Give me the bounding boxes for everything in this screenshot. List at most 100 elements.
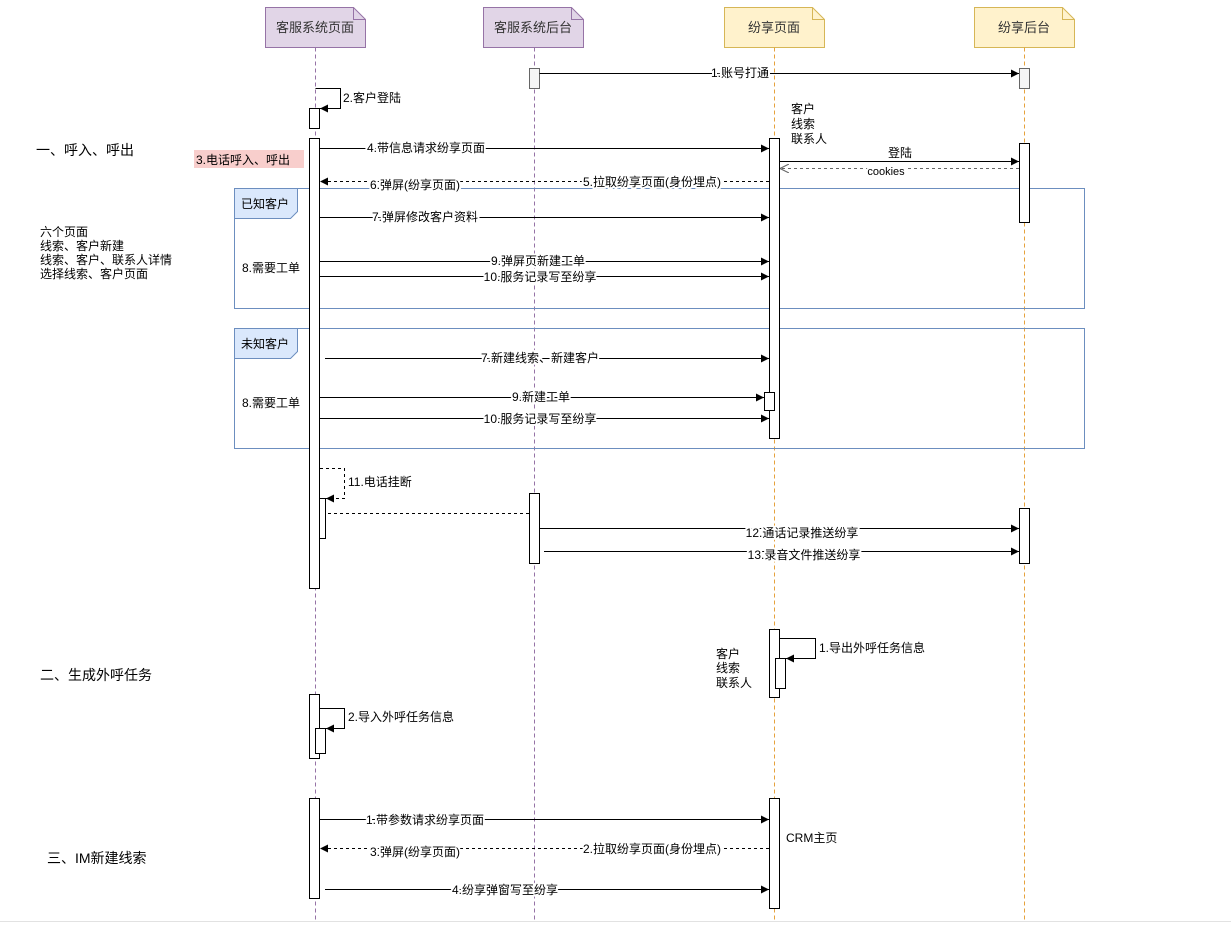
message-write-popup: 4.纷享弹窗写至纷享 (325, 880, 769, 899)
note-line: 六个页面 (40, 225, 88, 239)
message-push-recording: 13.录音文件推送纷享 (544, 545, 1019, 564)
lifeline-label: 客服系统页面 (276, 20, 354, 35)
activation-bar (1019, 68, 1030, 89)
header-box (483, 7, 584, 48)
activation-bar (529, 493, 540, 564)
section-title: 三、IM新建线索 (47, 850, 147, 866)
self-message-customer-login: 2.客户登陆 (315, 88, 401, 113)
message-label: 2.拉取纷享页面(身份埋点) (583, 841, 721, 856)
note-line: 线索、客户新建 (40, 238, 124, 253)
frame-label: 已知客户 (241, 196, 289, 211)
message-label: 9.弹屏页新建工单 (491, 253, 585, 268)
message-fetch-popup: 2.拉取纷享页面(身份埋点) 3.弹屏(纷享页面) (320, 839, 769, 861)
message-label: 9.新建工单 (512, 389, 570, 404)
self-message-export-tasks: 1.导出外呼任务信息 (780, 638, 925, 663)
message-edit-customer: 7.弹屏修改客户资料 (320, 207, 769, 226)
entity-label: 客户 (716, 646, 740, 661)
activation-bar (315, 728, 326, 754)
entity-label: 线索 (716, 661, 740, 675)
message-label: 3.弹屏(纷享页面) (370, 844, 460, 859)
message-label: 10.服务记录写至纷享 (484, 269, 597, 284)
message-label: 登陆 (888, 145, 912, 160)
header-fold (571, 7, 584, 20)
activation-bar (775, 658, 786, 689)
crm-home-label: CRM主页 (786, 831, 837, 845)
message-arrow (320, 708, 345, 733)
activation-bar (309, 798, 320, 899)
message-label: 1.导出外呼任务信息 (819, 640, 925, 655)
message-label: 4.带信息请求纷享页面 (367, 140, 485, 155)
message-login: 登陆 (780, 145, 1019, 166)
message-label: 7.新建线索、新建客户 (481, 350, 599, 365)
lifeline-header-kefu-backend: 客服系统后台 (483, 7, 584, 48)
message-arrow (780, 638, 816, 663)
message-label: 2.导入外呼任务信息 (348, 709, 454, 724)
lifeline-label: 纷享页面 (748, 20, 800, 35)
message-label: 1.账号打通 (711, 66, 769, 80)
message-label: 13.录音文件推送纷享 (748, 547, 861, 562)
condition-label: 8.需要工单 (242, 261, 300, 275)
pages-note: 六个页面 线索、客户新建 线索、客户、联系人详情 选择线索、客户页面 (40, 225, 172, 281)
entity-label: 客户 (791, 101, 815, 116)
entity-list: 客户 线索 联系人 (716, 646, 752, 690)
entity-label: 联系人 (716, 676, 752, 690)
message-create-lead: 7.新建线索、新建客户 (325, 348, 769, 367)
message-label: 7.弹屏修改客户资料 (372, 209, 478, 224)
message-write-record: 10.服务记录写至纷享 (320, 267, 769, 286)
section-title: 一、呼入、呼出 (36, 142, 134, 158)
message-arrow (315, 88, 341, 113)
activation-bar (1019, 508, 1030, 564)
header-box (724, 7, 825, 48)
message-write-record: 10.服务记录写至纷享 (320, 409, 769, 428)
frame-known-customer: 已知客户 (234, 188, 1085, 309)
activation-bar (1019, 143, 1030, 223)
message-label: 6.弹屏(纷享页面) (370, 177, 460, 192)
lifeline-label: 纷享后台 (998, 20, 1050, 35)
message-label: 2.客户登陆 (343, 90, 401, 105)
lifeline-header-kefu-page: 客服系统页面 (265, 7, 366, 48)
header-box (974, 7, 1075, 48)
activation-bar (529, 68, 540, 89)
activation-bar (309, 694, 320, 759)
header-fold (353, 7, 366, 20)
message-label: 1.带参数请求纷享页面 (366, 812, 484, 827)
frame-border (234, 328, 1085, 449)
header-fold (812, 7, 825, 20)
frame-unknown-customer: 未知客户 (234, 328, 1085, 449)
activation-bar (769, 798, 780, 909)
entity-label: 线索 (791, 117, 815, 131)
message-label: 4.纷享弹窗写至纷享 (452, 882, 558, 897)
self-message-hangup: 11.电话挂断 (320, 468, 412, 503)
self-message-import-tasks: 2.导入外呼任务信息 (320, 708, 454, 733)
lifeline-header-fenxiang-backend: 纷享后台 (974, 7, 1075, 48)
activation-bar (309, 138, 320, 589)
message-push-call-log: 12.通话记录推送纷享 (540, 523, 1019, 542)
frame-border (234, 188, 1085, 309)
activation-bar (764, 392, 775, 411)
message-account-link: 1.账号打通 (539, 64, 1019, 82)
message-label: 10.服务记录写至纷享 (484, 411, 597, 426)
note-box (194, 150, 304, 168)
message-label: 5.拉取纷享页面(身份埋点) (583, 174, 721, 189)
message-request-page-params: 1.带参数请求纷享页面 (320, 810, 769, 829)
message-label: 11.电话挂断 (348, 474, 412, 489)
message-arrow (320, 468, 345, 503)
call-note: 3.电话呼入、呼出 (194, 150, 304, 168)
header-fold (1062, 7, 1075, 20)
message-label: 12.通话记录推送纷享 (746, 525, 859, 540)
message-label: cookies (867, 166, 905, 178)
note-line: 线索、客户、联系人详情 (40, 252, 172, 267)
message-cookies: cookies (780, 164, 1019, 180)
condition-label: 8.需要工单 (242, 396, 300, 410)
frame-tab (234, 188, 298, 219)
entity-label: 联系人 (791, 132, 827, 146)
header-box (265, 7, 366, 48)
lifeline-header-fenxiang-page: 纷享页面 (724, 7, 825, 48)
frame-tab (234, 328, 298, 359)
entity-list: 客户 线索 联系人 (791, 101, 827, 146)
message-request-page: 4.带信息请求纷享页面 (320, 138, 769, 157)
section-title: 二、生成外呼任务 (40, 667, 152, 683)
message-new-ticket: 9.弹屏页新建工单 (320, 251, 769, 270)
note-line: 选择线索、客户页面 (40, 266, 148, 281)
frame-label: 未知客户 (241, 336, 289, 351)
